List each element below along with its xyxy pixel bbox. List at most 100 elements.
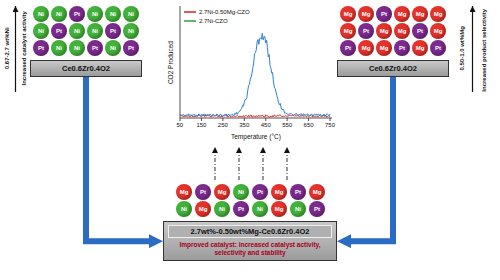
- x-axis: [180, 118, 332, 119]
- element-symbol: Pt: [74, 11, 80, 17]
- element-symbol: Ni: [219, 206, 225, 212]
- element-symbol: Pt: [56, 28, 62, 34]
- element-symbol: Mg: [199, 206, 208, 212]
- support-block: 2.7wt%-0.50wt%Mg-Ce0.6Zr0.4O2Improved ca…: [163, 221, 337, 261]
- element-symbol: Pt: [200, 189, 206, 195]
- tick-label: 550: [282, 122, 292, 129]
- tick-label: 50: [177, 122, 184, 129]
- element-symbol: Mg: [180, 189, 189, 195]
- atom-circle: Pt: [290, 184, 306, 200]
- element-symbol: Mg: [398, 11, 407, 17]
- trend-label: Increased catalyst activity: [21, 11, 28, 85]
- element-symbol: Ni: [92, 11, 98, 17]
- atom-circle: Ni: [69, 40, 85, 56]
- element-symbol: Mg: [416, 45, 425, 51]
- label-holder: 50: [177, 122, 184, 129]
- atom-circle: Pt: [51, 23, 67, 39]
- element-symbol: Pt: [238, 206, 244, 212]
- element-symbol: Pt: [435, 45, 441, 51]
- element-symbol: Ni: [38, 28, 44, 34]
- element-symbol: Mg: [362, 45, 371, 51]
- atom-circle: Mg: [195, 201, 211, 217]
- atom-circle: Mg: [214, 184, 230, 200]
- atom-circle: Ni: [87, 6, 103, 22]
- result-note: Improved catalyst: increased catalyst ac…: [168, 241, 332, 257]
- atom-circle: Ni: [105, 40, 121, 56]
- element-symbol: Mg: [275, 206, 284, 212]
- element-symbol: Mg: [416, 11, 425, 17]
- element-symbol: Mg: [344, 28, 353, 34]
- trend-label: Increased product selectivity: [481, 8, 488, 91]
- element-symbol: Mg: [218, 189, 227, 195]
- atom-circle: Mg: [358, 6, 374, 22]
- support-formula: Ce0.6Zr0.4O2: [342, 64, 444, 73]
- atom-circle: Ni: [105, 6, 121, 22]
- label-holder: 350: [239, 122, 249, 129]
- atom-circle: Ni: [33, 6, 49, 22]
- label-holder: Increased product selectivity: [481, 8, 488, 91]
- atom-circle: Pt: [69, 6, 85, 22]
- element-symbol: Mg: [434, 11, 443, 17]
- atom-circle: Pt: [233, 201, 249, 217]
- element-symbol: Mg: [275, 189, 284, 195]
- atom-circle: Ni: [214, 201, 230, 217]
- tick-mark: [244, 118, 245, 121]
- atom-circle: Pt: [412, 23, 428, 39]
- label-holder: Temperature (°C): [231, 133, 281, 140]
- atom-circle: Mg: [394, 6, 410, 22]
- legend-text: 2.7Ni-CZO: [199, 18, 228, 25]
- tick-label: 150: [196, 122, 206, 129]
- atom-circle: Ni: [252, 201, 268, 217]
- element-symbol: Pt: [38, 45, 44, 51]
- atom-circle: Pt: [195, 184, 211, 200]
- data-curve: [180, 33, 330, 116]
- tick-mark: [308, 118, 309, 121]
- atom-circle: Mg: [430, 23, 446, 39]
- element-symbol: Pt: [345, 45, 351, 51]
- y-axis: [180, 6, 181, 118]
- element-symbol: Mg: [380, 45, 389, 51]
- element-symbol: Ni: [74, 45, 80, 51]
- tick-label: 650: [304, 122, 314, 129]
- atom-circle: Ni: [69, 23, 85, 39]
- tick-label: 350: [239, 122, 249, 129]
- element-symbol: Ni: [56, 11, 62, 17]
- tick-label: 250: [218, 122, 228, 129]
- label-holder: CO2 Produced: [166, 41, 173, 84]
- element-symbol: Ni: [128, 28, 134, 34]
- element-symbol: Ni: [110, 45, 116, 51]
- tick-mark: [265, 118, 266, 121]
- process-arrow: [351, 77, 393, 241]
- tick-label: 450: [261, 122, 271, 129]
- atom-circle: Mg: [412, 6, 428, 22]
- label-holder: 650: [304, 122, 314, 129]
- element-symbol: Mg: [380, 28, 389, 34]
- atom-circle: Pt: [340, 40, 356, 56]
- element-symbol: Pt: [128, 45, 134, 51]
- atom-circle: Pt: [309, 201, 325, 217]
- atom-circle: Pt: [33, 40, 49, 56]
- element-symbol: Ni: [110, 11, 116, 17]
- element-symbol: Pt: [381, 11, 387, 17]
- label-holder: 0.50-1.0 wt%Mg: [459, 26, 466, 70]
- atom-circle: Mg: [340, 6, 356, 22]
- legend-entry: 2.7Ni-0.50Mg-CZO: [199, 9, 250, 16]
- atom-circle: Ni: [33, 23, 49, 39]
- atom-circle: Pt: [394, 40, 410, 56]
- element-symbol: Ni: [56, 45, 62, 51]
- support-formula: 2.7wt%-0.50wt%Mg-Ce0.6Zr0.4O2: [168, 225, 332, 238]
- atom-circle: Ni: [51, 6, 67, 22]
- element-symbol: Pt: [257, 189, 263, 195]
- atom-circle: Mg: [394, 23, 410, 39]
- axis-ticks: [180, 118, 330, 121]
- axis-title: Temperature (°C): [231, 133, 281, 140]
- label-holder: Increased catalyst activity: [21, 11, 28, 85]
- element-symbol: Mg: [434, 28, 443, 34]
- legend-line: [184, 20, 196, 22]
- atom-circle: Mg: [376, 40, 392, 56]
- label-holder: 0.67-2.7 wt%Ni: [4, 27, 11, 69]
- label-holder: 250: [218, 122, 228, 129]
- support-formula: Ce0.6Zr0.4O2: [35, 64, 137, 73]
